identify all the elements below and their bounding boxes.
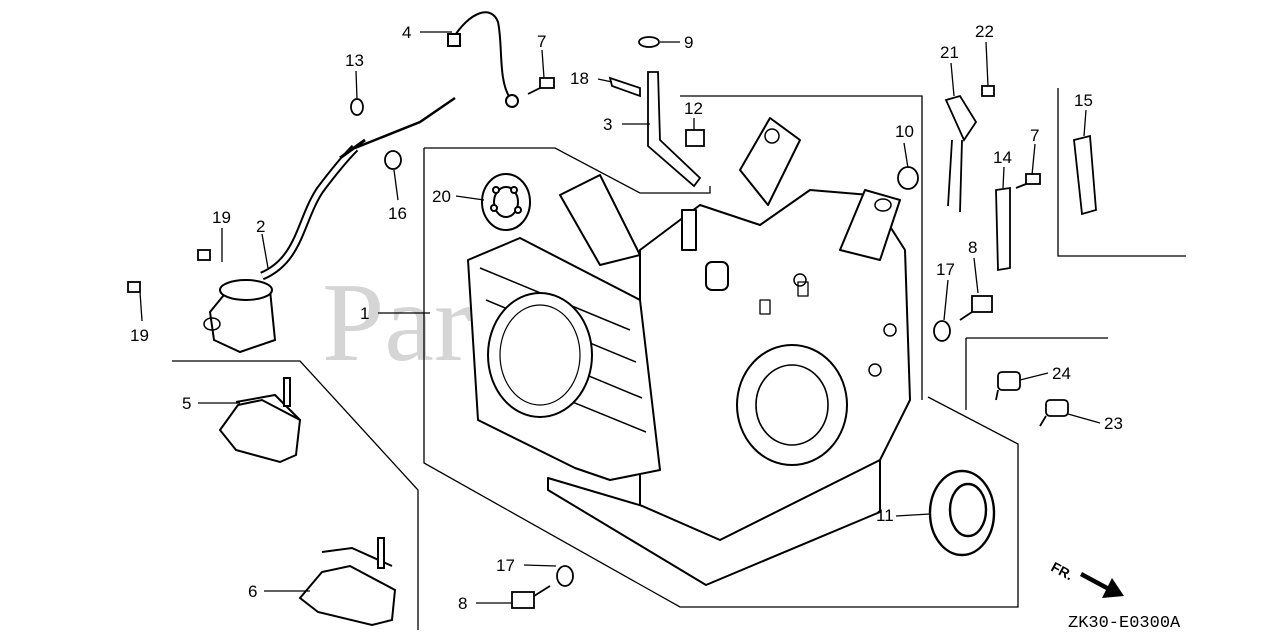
callout-3: 3 bbox=[603, 115, 612, 134]
callout-9: 9 bbox=[684, 33, 693, 52]
callout-4: 4 bbox=[402, 23, 411, 42]
callout-20: 20 bbox=[432, 187, 451, 206]
callout-16: 16 bbox=[388, 204, 407, 223]
callout-13: 13 bbox=[345, 51, 364, 70]
callout-15: 15 bbox=[1074, 91, 1093, 110]
callout-7a: 7 bbox=[537, 32, 546, 51]
callout-24: 24 bbox=[1052, 364, 1071, 383]
callout-6: 6 bbox=[248, 582, 257, 601]
callout-5: 5 bbox=[182, 394, 191, 413]
callout-8a: 8 bbox=[968, 238, 977, 257]
engine-mount-5[interactable] bbox=[218, 377, 302, 464]
oil-level-switch[interactable] bbox=[203, 96, 456, 354]
bearing[interactable] bbox=[481, 173, 531, 231]
callout-11: 11 bbox=[876, 506, 894, 525]
callout-2: 2 bbox=[256, 217, 265, 236]
callout-12: 12 bbox=[684, 99, 703, 118]
small-hardware[interactable] bbox=[127, 36, 1097, 609]
callout-8b: 8 bbox=[458, 594, 467, 613]
group-outlines bbox=[172, 88, 1186, 630]
callout-17b: 17 bbox=[496, 556, 515, 575]
callout-7b: 7 bbox=[1030, 126, 1039, 145]
callout-18: 18 bbox=[570, 69, 589, 88]
callouts: 1 2 3 4 5 6 7 7 8 8 9 10 11 12 13 14 15 … bbox=[130, 22, 1123, 613]
wire-lead[interactable] bbox=[447, 11, 519, 108]
callout-10: 10 bbox=[895, 122, 914, 141]
oil-seal[interactable] bbox=[928, 469, 996, 557]
callout-14: 14 bbox=[993, 148, 1012, 167]
callout-17a: 17 bbox=[936, 260, 955, 279]
callout-19b: 19 bbox=[130, 326, 149, 345]
callout-1: 1 bbox=[360, 304, 369, 323]
crankcase[interactable] bbox=[467, 117, 911, 586]
callout-22: 22 bbox=[975, 22, 994, 41]
front-direction-arrow-icon: FR. bbox=[1049, 559, 1124, 598]
leader-lines bbox=[139, 31, 1101, 604]
diagram-code: ZK30-E0300A bbox=[1068, 614, 1181, 633]
callout-23: 23 bbox=[1104, 414, 1123, 433]
callout-21: 21 bbox=[940, 43, 959, 62]
engine-mount-6[interactable] bbox=[298, 537, 397, 627]
svg-text:FR.: FR. bbox=[1049, 559, 1076, 584]
callout-19a: 19 bbox=[212, 208, 231, 227]
